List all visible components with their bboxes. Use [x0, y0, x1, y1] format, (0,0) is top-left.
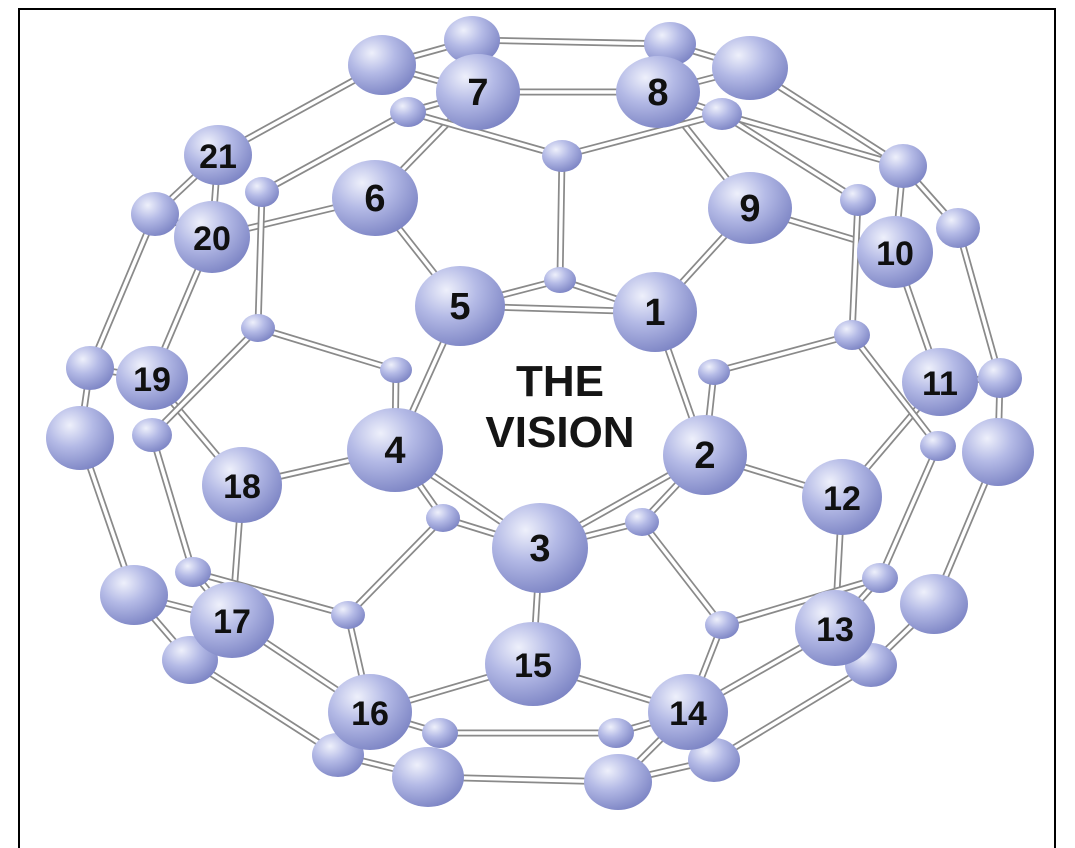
- atom: [544, 267, 576, 293]
- atom: [625, 508, 659, 536]
- atom-label: 5: [449, 286, 470, 328]
- atom: [920, 431, 956, 461]
- atom: [245, 177, 279, 207]
- atom: [978, 358, 1022, 398]
- atom: [962, 418, 1034, 486]
- atom: [862, 563, 898, 593]
- atom-label: 9: [739, 188, 760, 230]
- atom: [879, 144, 927, 188]
- atom: [422, 718, 458, 748]
- atom-label: 11: [922, 365, 958, 403]
- bond: [560, 156, 562, 280]
- atom-label: 1: [644, 292, 665, 334]
- atom: [241, 314, 275, 342]
- atom-label: 3: [529, 528, 550, 570]
- atom-label: 7: [467, 72, 488, 114]
- bond: [90, 214, 155, 368]
- bond: [348, 518, 443, 615]
- atom-label: 16: [351, 695, 389, 733]
- atom-label: 21: [199, 138, 237, 176]
- atom: [542, 140, 582, 172]
- bond: [880, 446, 938, 578]
- bond: [258, 328, 396, 370]
- atom: [834, 320, 870, 350]
- atom-label: 14: [669, 695, 707, 733]
- diagram-title: THE VISION: [485, 357, 634, 457]
- atom: [132, 418, 172, 452]
- atom: [936, 208, 980, 248]
- atom-label: 18: [223, 468, 261, 506]
- atom: [702, 98, 742, 130]
- atom-label: 19: [133, 361, 171, 399]
- atom: [66, 346, 114, 390]
- atom-label: 8: [647, 72, 668, 114]
- atom-label: 10: [876, 235, 914, 273]
- atom: [380, 357, 412, 383]
- bond: [958, 228, 1000, 378]
- bond: [714, 335, 852, 372]
- bond: [642, 522, 722, 625]
- bond: [722, 114, 903, 166]
- atom-label: 4: [384, 430, 405, 472]
- title-line-1: THE: [516, 357, 604, 406]
- atom: [100, 565, 168, 625]
- atom-label: 15: [514, 647, 552, 685]
- atom: [131, 192, 179, 236]
- atom: [46, 406, 114, 470]
- atom-label: 20: [193, 220, 231, 258]
- atom: [390, 97, 426, 127]
- atom: [426, 504, 460, 532]
- atom: [584, 754, 652, 810]
- atom-label: 2: [694, 435, 715, 477]
- atom-label: 12: [823, 480, 861, 518]
- atom: [698, 359, 730, 385]
- atom: [175, 557, 211, 587]
- atom-label: 17: [213, 603, 251, 641]
- atom: [598, 718, 634, 748]
- atom: [705, 611, 739, 639]
- atom: [331, 601, 365, 629]
- atom-label: 6: [364, 178, 385, 220]
- atom: [392, 747, 464, 807]
- atom: [348, 35, 416, 95]
- atom: [712, 36, 788, 100]
- atom: [840, 184, 876, 216]
- atom-label: 13: [816, 611, 854, 649]
- bond: [714, 665, 871, 760]
- atom: [900, 574, 968, 634]
- title-line-2: VISION: [485, 408, 634, 457]
- bond: [152, 435, 193, 572]
